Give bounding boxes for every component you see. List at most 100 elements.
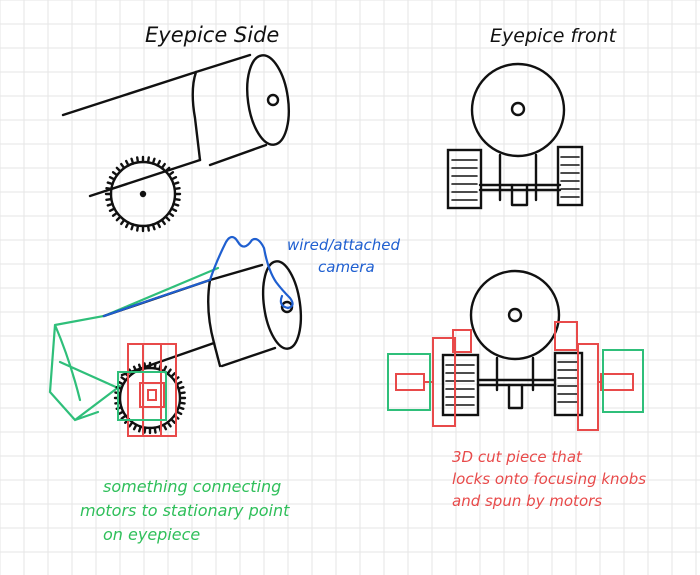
gear-tooth [177,406,185,411]
eyepiece-front-hole [510,101,526,117]
gear-tooth [162,423,168,431]
eyepiece-front-neck [498,153,538,207]
gear-tooth [170,372,176,378]
gear-tooth [151,223,156,231]
gear-tooth [136,224,140,232]
camera-note-line1: wired/attached [287,236,401,254]
gear-tooth [175,380,183,386]
eyepiece-front-plain [446,62,584,210]
gear-tooth [111,211,119,217]
knob-ridges-right [560,156,580,198]
gear-tooth [167,211,175,217]
eyepiece-side-plain [61,53,290,233]
gear-tooth [156,221,161,229]
gear-tooth [166,421,172,428]
gear-tooth [178,401,186,405]
cut-piece-note-line3: and spun by motors [452,492,602,510]
cut-piece-note: 3D cut piece that locks onto focusing kn… [452,448,651,510]
connector-note: something connecting motors to stationar… [80,477,294,544]
gear-tooth [172,202,180,207]
gear-tooth [173,187,181,191]
gear-tooth [177,385,185,390]
camera-note-line2: camera [318,258,375,276]
gear-knob-icon [104,155,182,233]
gear-tooth [115,215,122,222]
gear-tooth [173,197,181,201]
gear-tooth [106,202,114,207]
focus-knob-right [556,145,584,207]
eyepiece-side-motorized [48,235,303,437]
eyepiece-front-neck-2 [495,356,535,410]
gear-tooth [106,181,114,186]
gear-tooth [164,166,171,173]
eyepiece-barrel [191,53,268,167]
gear-tooth [136,156,140,164]
gear-tooth [108,176,116,181]
gear-tooth [111,171,119,177]
gear-tooth [117,410,125,416]
gear-tooth [105,197,113,201]
gear-tooth [153,426,157,434]
gear-tooth [170,176,178,181]
gear-tooth [160,218,166,226]
gear-tooth [170,418,176,424]
gear-tooth [115,166,122,173]
gear-knob-icon [113,361,187,435]
gear-tooth [143,426,147,434]
eyepiece-end-2 [261,260,303,350]
gear-tooth [120,376,127,382]
cut-piece-note-line2: locks onto focusing knobs [452,470,646,488]
camera-note: wired/attached camera [287,236,405,276]
connector-note-line1: something connecting [103,477,281,496]
telescope-tube [61,70,202,198]
gear-tooth [128,421,134,428]
red-cut-pieces [395,321,634,431]
gear-tooth [151,157,156,165]
camera-cable-icon [102,235,294,318]
gear-tooth [120,162,126,170]
gear-tooth [172,181,180,186]
gear-center [139,190,147,198]
gear-tooth [146,156,150,164]
gear-tooth [105,187,113,191]
gear-tooth [130,157,135,165]
gear-tooth [170,207,178,212]
gear-tooth [108,207,116,212]
gear-tooth [175,410,183,416]
eyepiece-barrel-2 [207,263,277,368]
eyepiece-hole [266,93,280,107]
gear-tooth [178,391,186,395]
cut-piece-note-line1: 3D cut piece that [452,448,583,466]
motor-mount-green [117,371,167,421]
connector-note-line2: motors to stationary point [80,501,290,520]
gear-tooth [130,223,135,231]
gear-tooth [120,414,127,420]
focus-knob-left-2 [441,353,480,417]
gear-tooth [137,425,142,433]
focus-knob-left [446,148,483,210]
front-axle [478,183,562,192]
gear-tooth [125,159,130,167]
title-eyepiece-side: Eyepice Side [145,23,279,47]
gear-tooth [153,362,157,370]
gear-tooth [156,159,161,167]
eyepiece-front-disc [470,62,566,158]
gear-tooth [132,365,138,373]
gear-tooth [162,365,168,373]
front-axle-2 [476,378,557,387]
eyepiece-front-disc-2 [469,269,561,361]
focus-knob-right-2 [553,351,584,417]
eyepiece-front-motorized [387,269,644,431]
gear-tooth [120,218,126,226]
gear-tooth [125,221,130,229]
gear-tooth [146,224,150,232]
gear-tooth [137,363,142,371]
eyepiece-front-hole-2 [507,307,523,323]
knob-ridges-left [451,159,478,201]
gear-tooth [132,423,138,431]
connector-note-line3: on eyepiece [103,525,200,544]
gear-tooth [117,380,125,386]
gear-tooth [143,362,147,370]
gear-tooth [166,368,172,375]
